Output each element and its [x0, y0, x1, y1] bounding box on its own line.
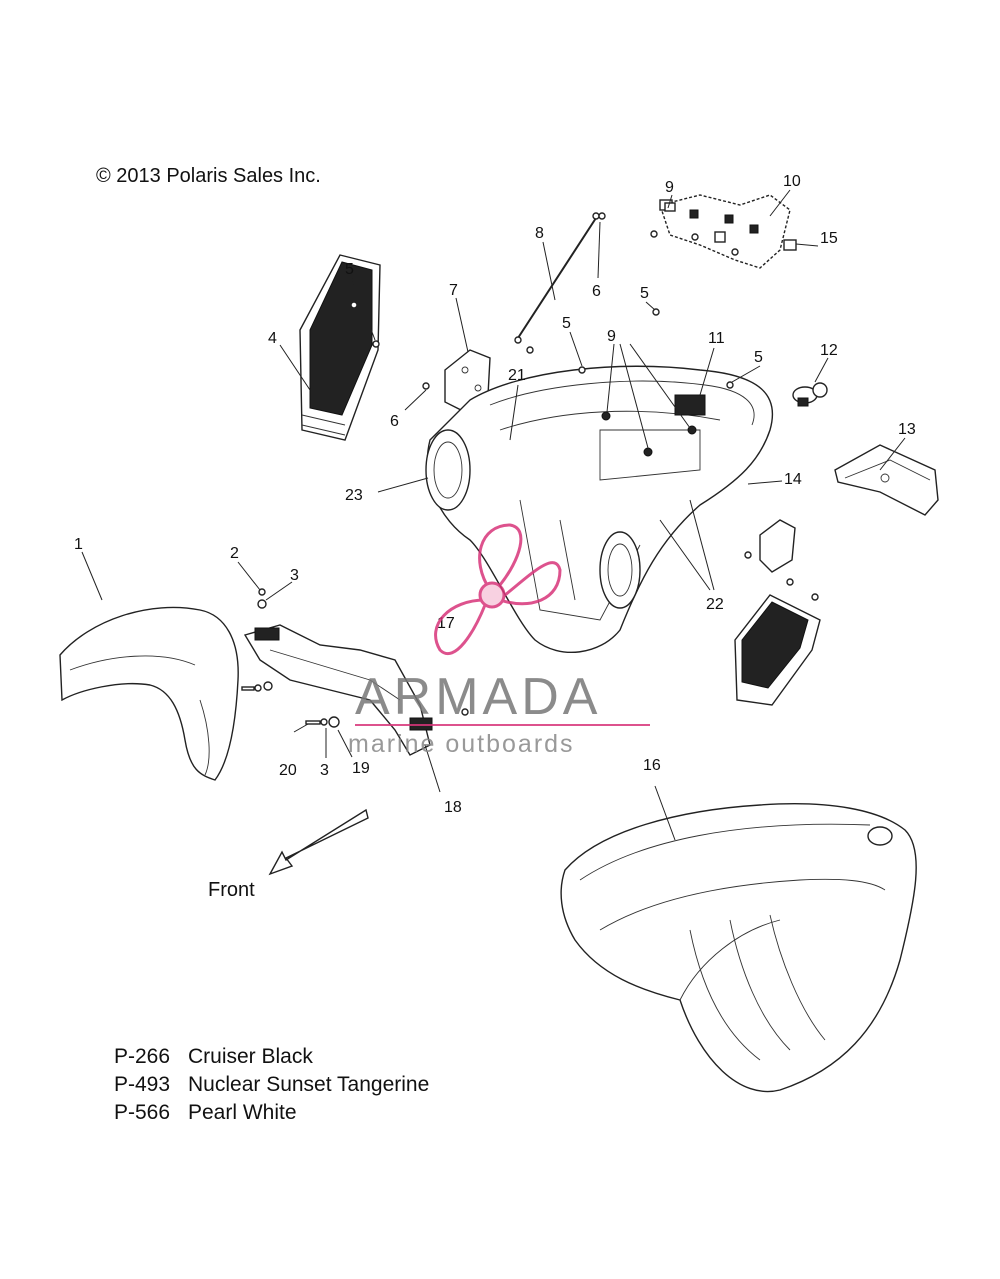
part-15-clip: [783, 239, 797, 251]
legend-color-name: Nuclear Sunset Tangerine: [188, 1073, 430, 1096]
part-10-circuit-board: [659, 194, 791, 269]
watermark-brand: ARMADA: [355, 668, 601, 726]
legend-row: P-266 Cruiser Black: [114, 1043, 429, 1071]
callout-14: 14: [784, 471, 802, 488]
callout-11: 11: [708, 330, 725, 347]
part-bracket-right: [759, 519, 796, 573]
callout-10: 10: [783, 173, 801, 190]
callout-15: 15: [820, 230, 838, 247]
legend-code: P-566: [114, 1101, 171, 1124]
color-legend: P-266 Cruiser Black P-493 Nuclear Sunset T…: [114, 1043, 429, 1127]
callout-3: 3: [290, 567, 299, 584]
legend-code: P-493: [114, 1073, 171, 1096]
callout-5b: 5: [562, 315, 571, 332]
callout-6: 6: [390, 413, 399, 430]
legend-color-name: Pearl White: [188, 1101, 297, 1124]
callout-21: 21: [508, 367, 526, 384]
part-22-speaker-ring: [599, 531, 641, 609]
callout-6b: 6: [592, 283, 601, 300]
callout-8: 8: [535, 225, 544, 242]
leader-lines: [81, 189, 906, 841]
callout-5: 5: [345, 261, 354, 278]
watermark: ARMADA marine outboards: [348, 523, 650, 758]
callout-13: 13: [898, 421, 916, 438]
callout-5c: 5: [640, 285, 649, 302]
part-16-rear-shell: [560, 803, 917, 1093]
watermark-tagline: marine outboards: [348, 730, 575, 758]
propeller-logo-icon: [434, 523, 562, 655]
part-14-inner-body: [426, 365, 774, 653]
part-18-lower-rail: [243, 624, 433, 756]
callout-5d: 5: [754, 349, 763, 366]
part-13-plate: [834, 444, 939, 516]
callout-4: 4: [268, 330, 277, 347]
callout-labels: 1 2 3 3 4 5 5 5 5 6 6 7 8 9 9 10 11 12 1…: [74, 173, 916, 816]
legend-row: P-566 Pearl White: [114, 1099, 429, 1127]
callout-18: 18: [444, 799, 462, 816]
front-label: Front: [208, 879, 255, 901]
part-23-speaker-ring: [425, 429, 471, 511]
part-4-speaker-grille-left: [299, 254, 381, 441]
part-8-cable: [514, 212, 600, 344]
part-1-front-cowl: [59, 606, 239, 781]
callout-20: 20: [279, 762, 297, 779]
callout-9b: 9: [607, 328, 616, 345]
legend-row: P-493 Nuclear Sunset Tangerine: [114, 1071, 429, 1099]
front-direction-arrow: [268, 808, 369, 876]
callout-3b: 3: [320, 762, 329, 779]
callout-16: 16: [643, 757, 661, 774]
callout-9: 9: [665, 179, 674, 196]
callout-22: 22: [706, 596, 724, 613]
part-12-connector: [792, 382, 828, 407]
legend-code: P-266: [114, 1045, 171, 1068]
part-speaker-grille-right: [734, 594, 821, 706]
callout-12: 12: [820, 342, 838, 359]
legend-color-name: Cruiser Black: [188, 1045, 313, 1068]
callout-2: 2: [230, 545, 239, 562]
callout-1: 1: [74, 536, 83, 553]
copyright-notice: © 2013 Polaris Sales Inc.: [96, 165, 321, 187]
callout-23: 23: [345, 487, 363, 504]
callout-19: 19: [352, 760, 370, 777]
callout-7: 7: [449, 282, 458, 299]
